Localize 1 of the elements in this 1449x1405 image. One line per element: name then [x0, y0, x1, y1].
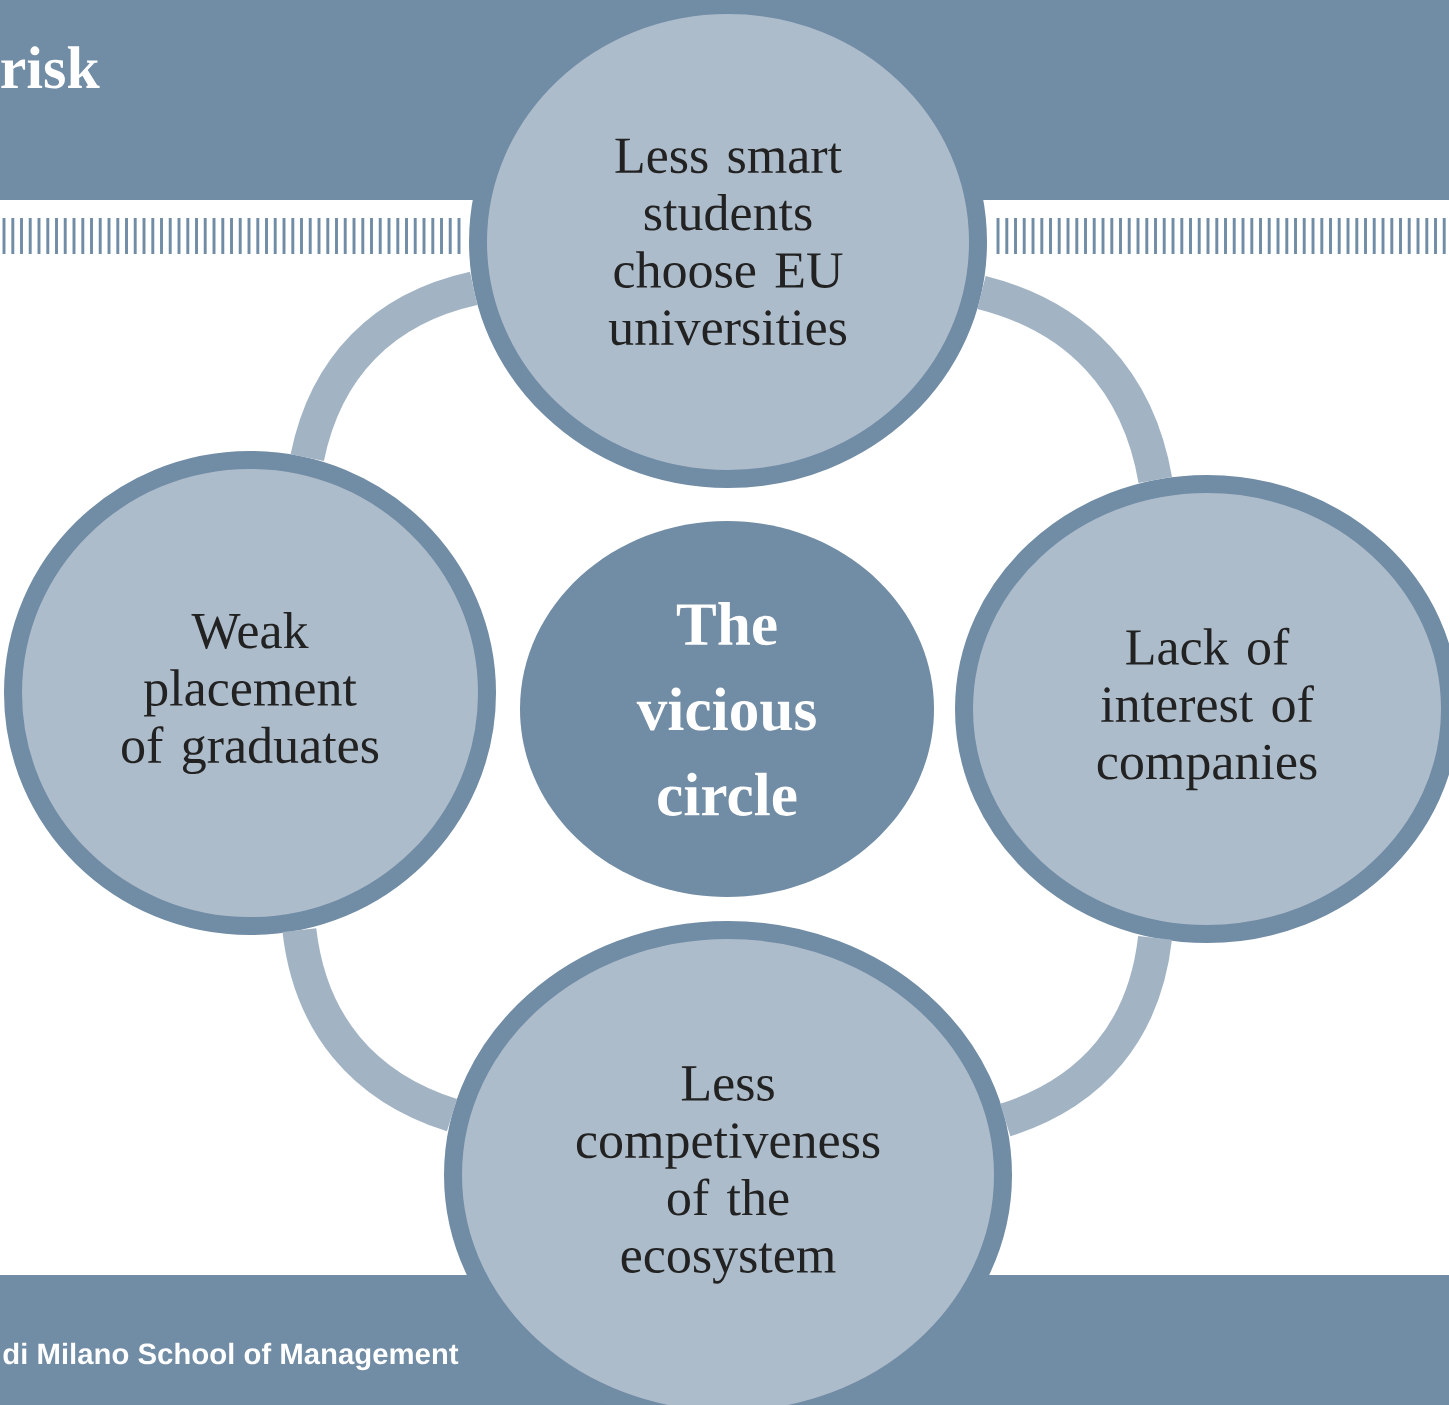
title: risk	[1, 46, 100, 89]
